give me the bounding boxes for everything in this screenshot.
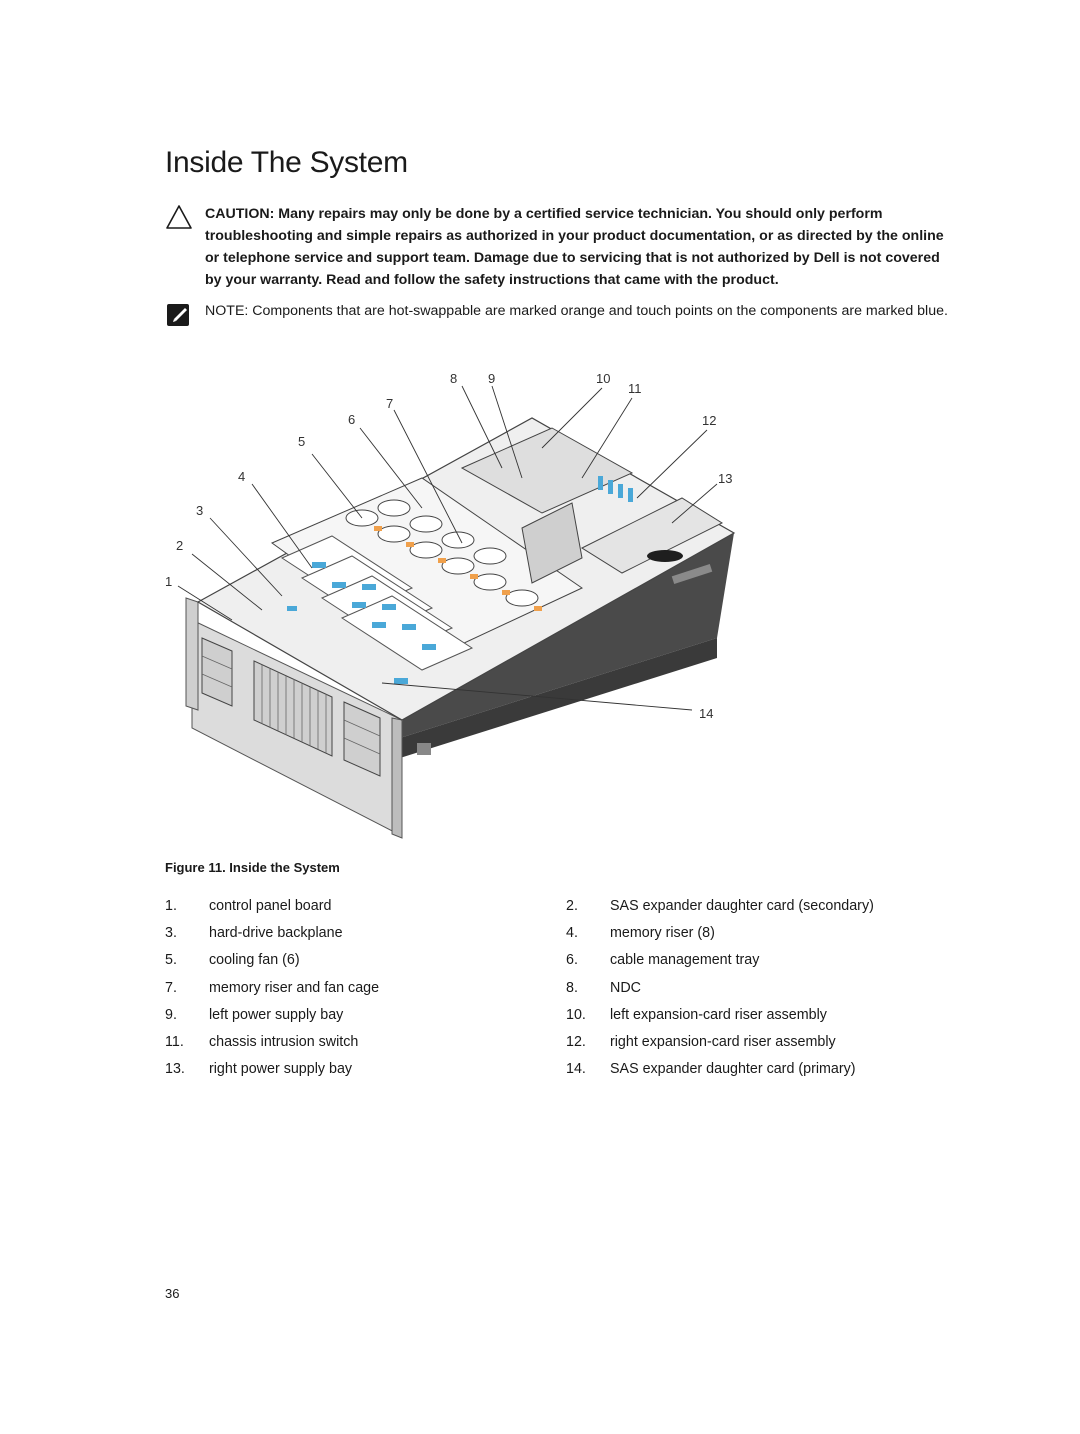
callout-1: 1 <box>165 574 172 589</box>
legend-number: 12. <box>566 1033 586 1050</box>
legend-number: 14. <box>566 1061 586 1078</box>
callout-8: 8 <box>450 371 457 386</box>
callout-5: 5 <box>298 434 305 449</box>
legend-number: 8. <box>566 979 578 996</box>
legend-number: 9. <box>165 1006 177 1023</box>
callout-7: 7 <box>386 396 393 411</box>
legend-label: memory riser and fan cage <box>209 979 380 996</box>
server-chassis-drawing: 1 2 3 4 5 6 7 8 9 10 11 12 13 14 <box>165 371 736 839</box>
legend-number: 7. <box>165 979 177 996</box>
legend-number: 1. <box>165 898 177 914</box>
caution-notice: CAUTION: Many repairs may only be done b… <box>165 203 955 291</box>
legend-label: left expansion-card riser assembly <box>610 1006 827 1023</box>
legend-label: hard-drive backplane <box>209 925 343 942</box>
legend-label: NDC <box>610 979 641 996</box>
legend-label: memory riser (8) <box>610 925 715 942</box>
legend-label: control panel board <box>209 898 332 914</box>
note-text: NOTE: Components that are hot-swappable … <box>205 300 955 322</box>
callout-14: 14 <box>699 706 713 721</box>
callout-4: 4 <box>238 469 245 484</box>
figure-legend: 1. control panel board 2. SAS expander d… <box>165 896 925 1086</box>
legend-label: left power supply bay <box>209 1006 344 1023</box>
figure-caption: Figure 11. Inside the System <box>165 860 340 875</box>
legend-row: 5. cooling fan (6) 6. cable management t… <box>165 950 925 977</box>
legend-label: cooling fan (6) <box>209 952 300 969</box>
callout-2: 2 <box>176 538 183 553</box>
note-body: Components that are hot-swappable are ma… <box>248 303 948 319</box>
legend-label: cable management tray <box>610 952 760 969</box>
legend-row: 11. chassis intrusion switch 12. right e… <box>165 1032 925 1059</box>
note-pencil-icon <box>167 304 189 326</box>
note-notice: NOTE: Components that are hot-swappable … <box>165 300 955 326</box>
legend-row: 1. control panel board 2. SAS expander d… <box>165 896 925 923</box>
legend-number: 13. <box>165 1061 185 1078</box>
legend-label: SAS expander daughter card (primary) <box>610 1061 856 1078</box>
callout-6: 6 <box>348 412 355 427</box>
legend-label: right power supply bay <box>209 1061 353 1078</box>
callout-3: 3 <box>196 503 203 518</box>
page-number: 36 <box>165 1286 180 1301</box>
legend-row: 13. right power supply bay 14. SAS expan… <box>165 1059 925 1086</box>
legend-number: 3. <box>165 925 177 942</box>
callout-11: 11 <box>628 381 642 396</box>
callout-10: 10 <box>596 371 610 386</box>
legend-label: chassis intrusion switch <box>209 1033 359 1050</box>
legend-label: SAS expander daughter card (secondary) <box>610 898 874 914</box>
legend-number: 4. <box>566 925 578 942</box>
system-illustration: 1 2 3 4 5 6 7 8 9 10 11 12 13 14 <box>162 358 740 854</box>
legend-number: 5. <box>165 952 177 969</box>
legend-number: 2. <box>566 898 578 914</box>
legend-label: right expansion-card riser assembly <box>610 1033 836 1050</box>
note-label: NOTE: <box>205 303 249 319</box>
legend-number: 6. <box>566 952 578 969</box>
page-title: Inside The System <box>165 146 408 179</box>
legend-row: 7. memory riser and fan cage 8. NDC <box>165 978 925 1005</box>
caution-triangle-icon <box>166 205 192 229</box>
legend-row: 3. hard-drive backplane 4. memory riser … <box>165 923 925 950</box>
callout-12: 12 <box>702 413 716 428</box>
legend-number: 11. <box>165 1033 184 1050</box>
callout-9: 9 <box>488 371 495 386</box>
caution-text: CAUTION: Many repairs may only be done b… <box>205 206 944 288</box>
legend-number: 10. <box>566 1006 586 1023</box>
callout-13: 13 <box>718 471 732 486</box>
legend-row: 9. left power supply bay 10. left expans… <box>165 1005 925 1032</box>
